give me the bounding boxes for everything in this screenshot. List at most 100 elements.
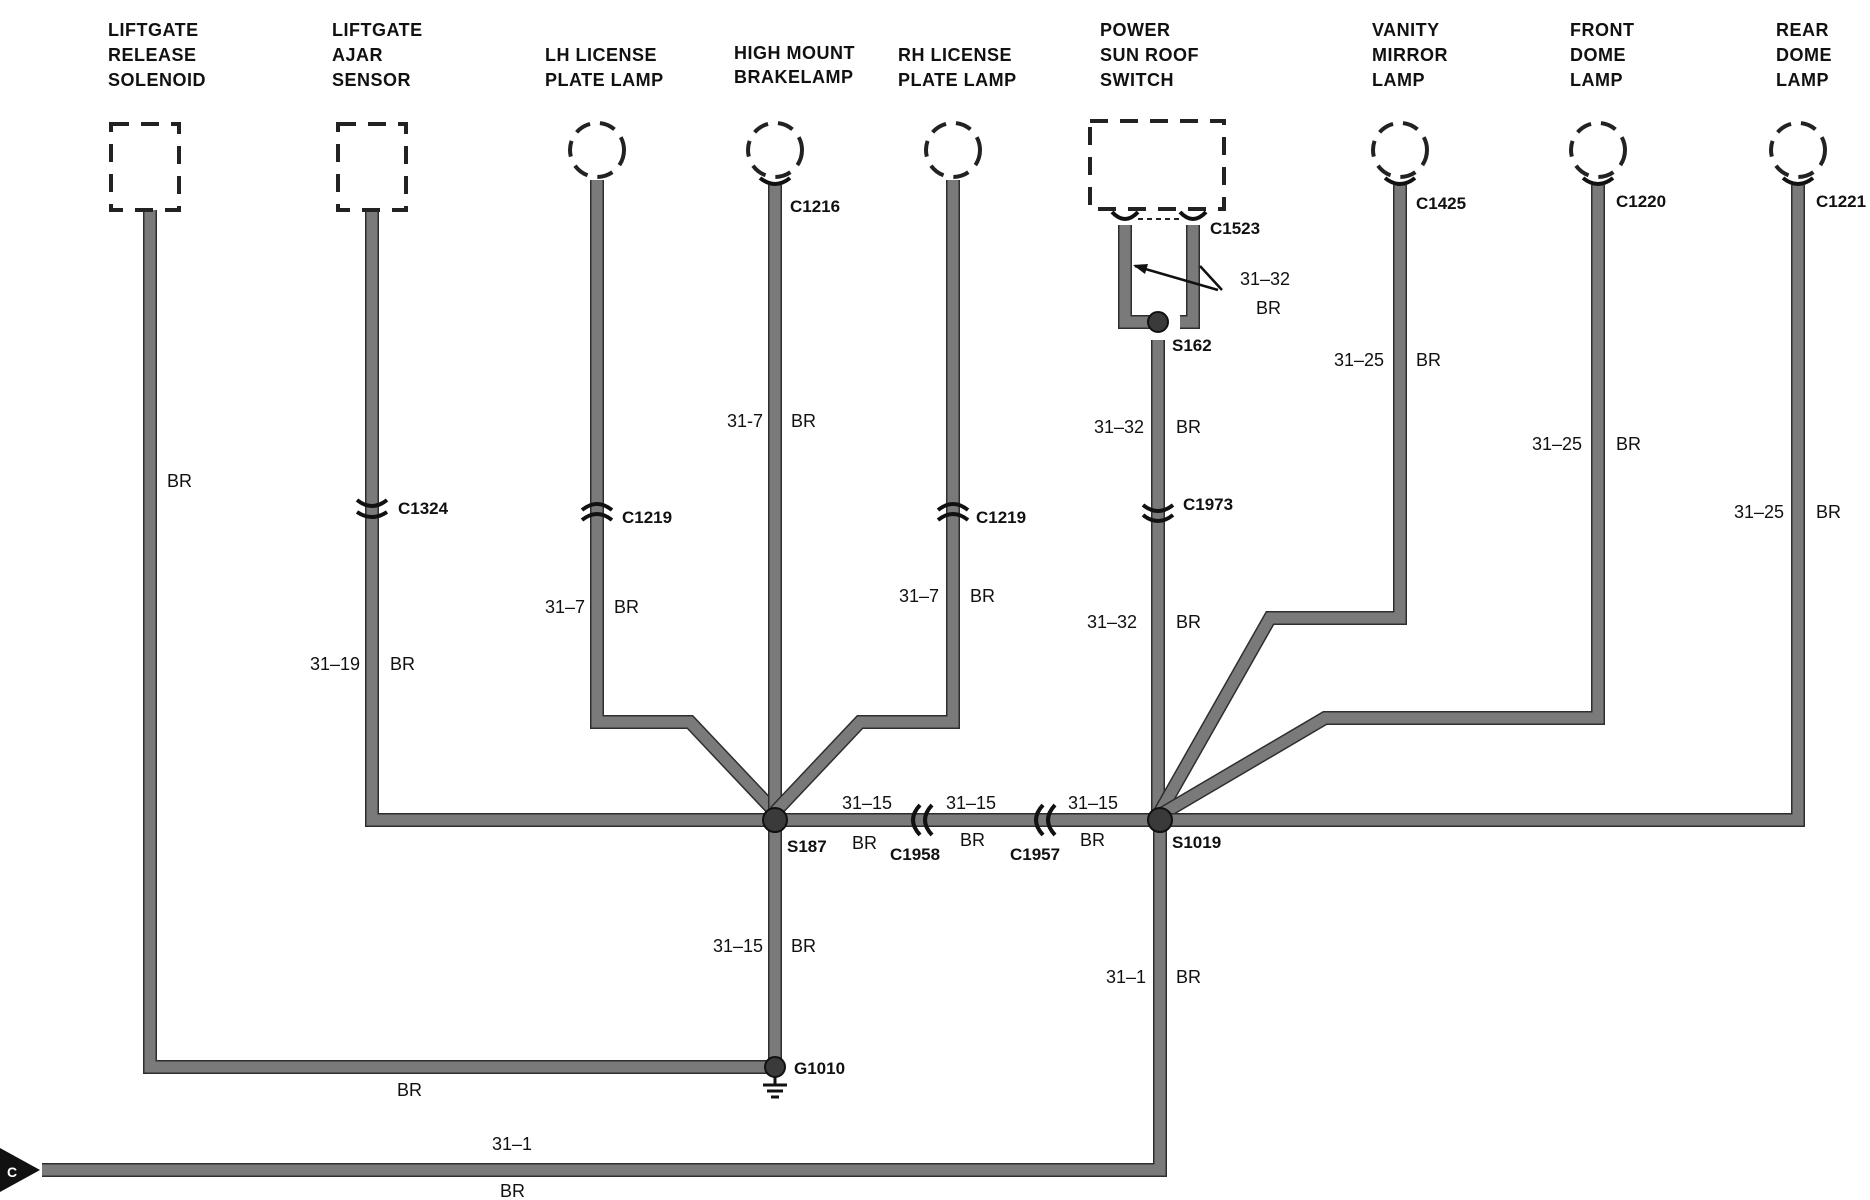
offpage-marker-label: C xyxy=(7,1164,18,1180)
color-31-15-a: BR xyxy=(852,833,877,853)
rear-dome-label-2: DOME xyxy=(1776,45,1832,65)
rh-license-label-1: RH LICENSE xyxy=(898,45,1012,65)
high-mount-lamp-symbol xyxy=(746,121,804,179)
c1425-label: C1425 xyxy=(1416,194,1466,213)
circuit-31-25-vanity: 31–25 xyxy=(1334,350,1384,370)
color-31-25-front: BR xyxy=(1616,434,1641,454)
c1219-rh-label: C1219 xyxy=(976,508,1026,527)
color-31-15-b: BR xyxy=(960,830,985,850)
sun-roof-switch-symbol xyxy=(1088,119,1226,211)
liftgate-ajar-label-2: AJAR xyxy=(332,45,383,65)
wire-liftgate-solenoid xyxy=(144,210,775,1073)
c1523-label: C1523 xyxy=(1210,219,1260,238)
c1220-label: C1220 xyxy=(1616,192,1666,211)
color-31-15-c: BR xyxy=(1080,830,1105,850)
color-liftgate-solenoid: BR xyxy=(167,471,192,491)
front-dome-lamp-symbol xyxy=(1569,121,1627,179)
component-symbols xyxy=(109,119,1827,292)
c1957-label: C1957 xyxy=(1010,845,1060,864)
wire-liftgate-ajar xyxy=(366,210,775,826)
splices xyxy=(762,311,1173,1099)
circuit-31-15-a: 31–15 xyxy=(842,793,892,813)
color-31-1-vert: BR xyxy=(1176,967,1201,987)
circuit-31-32-b: 31–32 xyxy=(1094,417,1144,437)
circuit-31-15-c: 31–15 xyxy=(1068,793,1118,813)
front-dome-label-2: DOME xyxy=(1570,45,1626,65)
sun-roof-label-1: POWER xyxy=(1100,20,1171,40)
liftgate-solenoid-label-1: LIFTGATE xyxy=(108,20,199,40)
circuit-31-7-rh: 31–7 xyxy=(899,586,939,606)
high-mount-label-1: HIGH MOUNT xyxy=(734,43,855,63)
c1324-label: C1324 xyxy=(398,499,449,518)
circuit-31-25-front: 31–25 xyxy=(1532,434,1582,454)
circuit-31-1-vert: 31–1 xyxy=(1106,967,1146,987)
rear-dome-label-3: LAMP xyxy=(1776,70,1829,90)
rh-license-label-2: PLATE LAMP xyxy=(898,70,1017,90)
circuit-31-15-b: 31–15 xyxy=(946,793,996,813)
high-mount-label-2: BRAKELAMP xyxy=(734,67,854,87)
liftgate-solenoid-symbol xyxy=(109,122,181,212)
sun-roof-label-2: SUN ROOF xyxy=(1100,45,1199,65)
front-dome-label-3: LAMP xyxy=(1570,70,1623,90)
c1324-symbol xyxy=(355,498,389,519)
g1010-label: G1010 xyxy=(794,1059,845,1078)
c1973-label: C1973 xyxy=(1183,495,1233,514)
liftgate-ajar-label-3: SENSOR xyxy=(332,70,411,90)
vanity-label-2: MIRROR xyxy=(1372,45,1448,65)
circuit-31-25-rear: 31–25 xyxy=(1734,502,1784,522)
c1219-lh-label: C1219 xyxy=(622,508,672,527)
connector-labels: C1216 C1523 C1425 C1220 C1221 C1324 C121… xyxy=(398,192,1866,1078)
color-31-7-lh: BR xyxy=(614,597,639,617)
liftgate-ajar-symbol xyxy=(336,122,408,212)
wire-vanity xyxy=(1155,185,1406,815)
color-31-7-high: BR xyxy=(791,411,816,431)
liftgate-solenoid-label-3: SOLENOID xyxy=(108,70,206,90)
c1958-label: C1958 xyxy=(890,845,940,864)
circuit-labels: BR 31–19 BR 31–7 BR 31-7 BR 31–7 BR 31–3… xyxy=(167,269,1841,1200)
circuit-31-7-high: 31-7 xyxy=(727,411,763,431)
s162-dot xyxy=(1147,311,1169,333)
circuit-31-15-ground: 31–15 xyxy=(713,936,763,956)
c1216-label: C1216 xyxy=(790,197,840,216)
c1957-symbol xyxy=(1034,803,1057,837)
color-31-32-c: BR xyxy=(1176,612,1201,632)
s162-label: S162 xyxy=(1172,336,1212,355)
color-ground-run: BR xyxy=(397,1080,422,1100)
s187-dot xyxy=(762,807,788,833)
front-dome-label-1: FRONT xyxy=(1570,20,1635,40)
circuit-31-1-bottom: 31–1 xyxy=(492,1134,532,1154)
lh-license-label-2: PLATE LAMP xyxy=(545,70,664,90)
color-31-32-a: BR xyxy=(1256,298,1281,318)
c1219-rh-symbol xyxy=(936,502,970,522)
c1958-symbol xyxy=(911,803,934,837)
sun-roof-label-3: SWITCH xyxy=(1100,70,1174,90)
lh-license-label-1: LH LICENSE xyxy=(545,45,657,65)
g1010-dot xyxy=(764,1056,786,1078)
vanity-lamp-symbol xyxy=(1371,121,1429,179)
wire-front-dome xyxy=(1157,185,1604,820)
color-31-15-ground: BR xyxy=(791,936,816,956)
component-labels: LIFTGATE RELEASE SOLENOID LIFTGATE AJAR … xyxy=(108,20,1832,90)
liftgate-solenoid-label-2: RELEASE xyxy=(108,45,197,65)
vanity-label-3: LAMP xyxy=(1372,70,1425,90)
c1973-symbol xyxy=(1141,503,1175,523)
circuit-31-32-c: 31–32 xyxy=(1087,612,1137,632)
ground-symbol xyxy=(763,1077,787,1099)
color-31-1-bottom: BR xyxy=(500,1181,525,1200)
offpage-marker: C xyxy=(0,1148,40,1192)
color-31-7-rh: BR xyxy=(970,586,995,606)
wires xyxy=(42,180,1805,1177)
s1019-dot xyxy=(1147,807,1173,833)
rear-dome-label-1: REAR xyxy=(1776,20,1829,40)
color-31-19: BR xyxy=(390,654,415,674)
wire-rh-license xyxy=(771,180,959,816)
circuit-31-19: 31–19 xyxy=(310,654,360,674)
inline-connectors xyxy=(355,498,1175,837)
circuit-31-7-lh: 31–7 xyxy=(545,597,585,617)
wire-lh-license xyxy=(591,180,779,816)
wire-rear-dome xyxy=(1160,185,1804,826)
s1019-label: S1019 xyxy=(1172,833,1221,852)
color-31-25-rear: BR xyxy=(1816,502,1841,522)
rh-license-lamp-symbol xyxy=(924,121,982,179)
